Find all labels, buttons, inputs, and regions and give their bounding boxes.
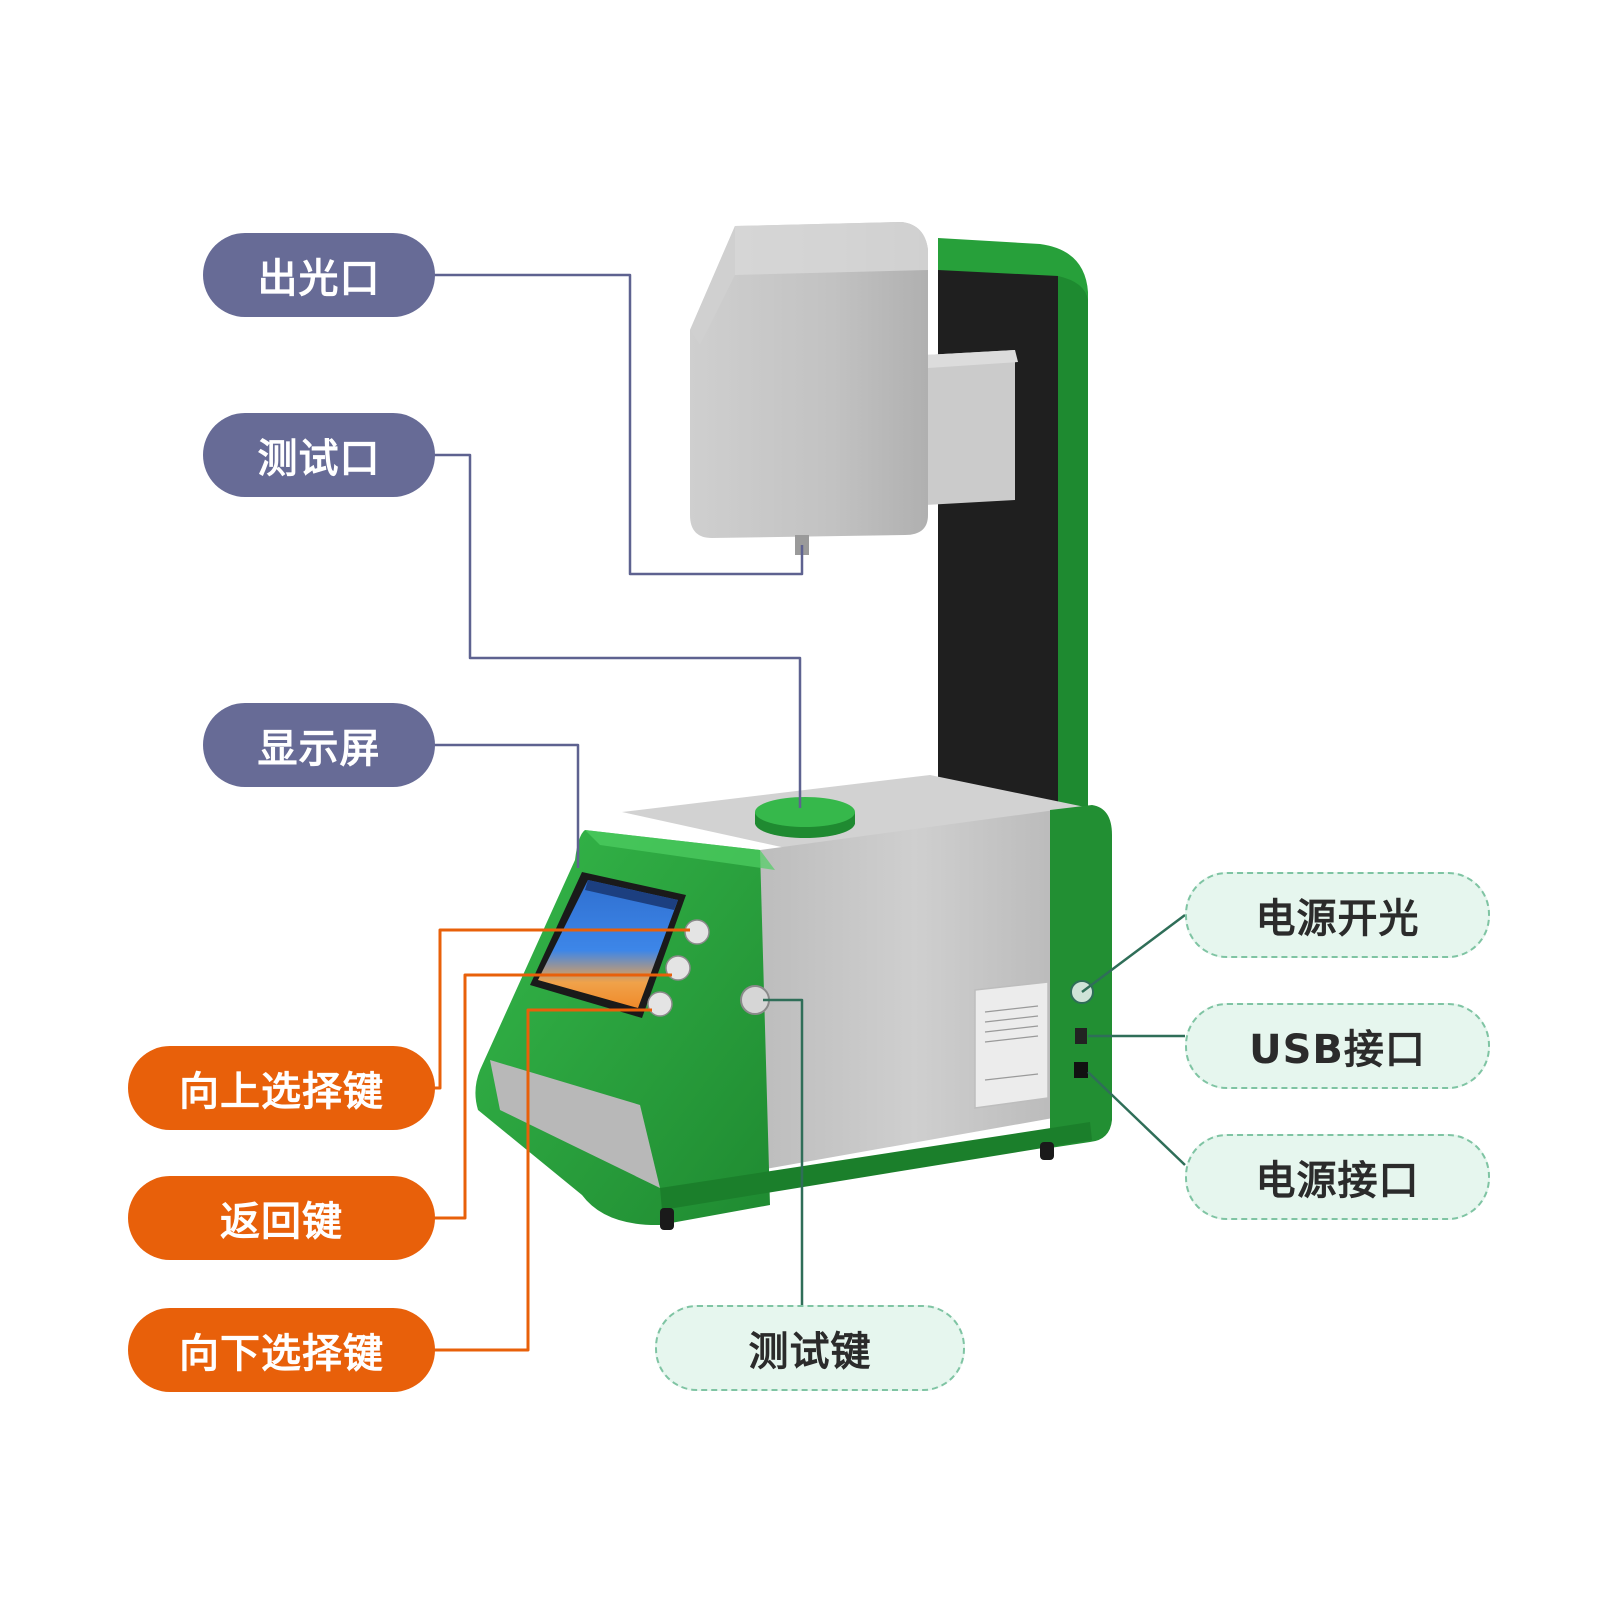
- leader-power-switch: [1081, 913, 1186, 994]
- label-power-port: 电源接口: [1185, 1134, 1490, 1220]
- leader-return-key: [433, 973, 672, 1220]
- label-display-screen: 显示屏: [203, 703, 435, 787]
- label-test-key: 测试键: [655, 1305, 965, 1391]
- leader-test-port: [433, 453, 802, 808]
- leader-display-screen: [433, 743, 580, 868]
- leader-down-select-key: [433, 1008, 652, 1352]
- leader-test-key: [763, 998, 804, 1307]
- leader-power-port: [1087, 1071, 1186, 1166]
- light-outlet-head: [690, 222, 928, 555]
- label-up-select-key: 向上选择键: [128, 1046, 435, 1130]
- label-power-switch: 电源开光: [1185, 872, 1490, 958]
- leader-lines: [433, 273, 1186, 1352]
- base: [475, 775, 1112, 1230]
- label-usb-port: USB接口: [1185, 1003, 1490, 1089]
- label-return-key: 返回键: [128, 1176, 435, 1260]
- leader-light-outlet: [433, 273, 804, 576]
- label-down-select-key: 向下选择键: [128, 1308, 435, 1392]
- panel-keys: [647, 919, 710, 1017]
- column: [938, 238, 1088, 815]
- leader-up-select-key: [433, 928, 690, 1090]
- arm: [925, 350, 1018, 505]
- label-light-outlet: 出光口: [203, 233, 435, 317]
- label-test-port: 测试口: [203, 413, 435, 497]
